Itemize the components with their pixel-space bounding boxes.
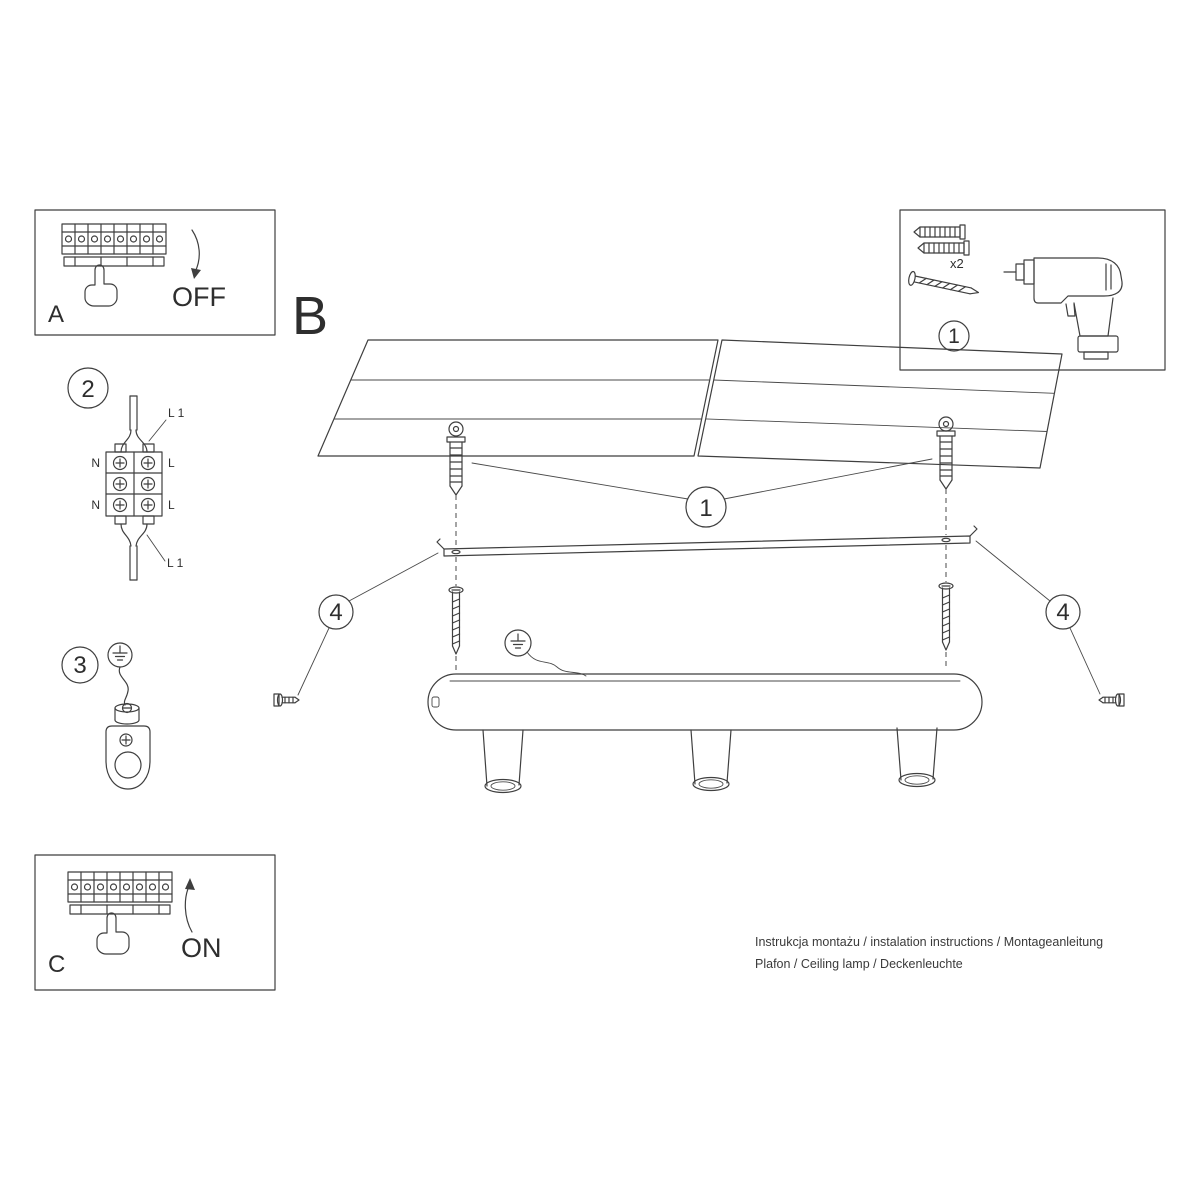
lamp-body [427, 673, 983, 794]
step-4-right-badge: 4 [1056, 599, 1069, 626]
screw-icon [908, 270, 980, 295]
earth-wire [526, 651, 587, 677]
spotlight-can-1 [482, 729, 524, 794]
footer-line-1: Instrukcja montażu / instalation instruc… [755, 935, 1103, 949]
step-3-badge: 3 [73, 652, 86, 679]
earth-symbol-glyph [112, 645, 128, 661]
bracket-hole-left [451, 549, 461, 555]
mounting-screw-right [938, 582, 954, 651]
footer-line-2: Plafon / Ceiling lamp / Deckenleuchte [755, 957, 963, 971]
step-c-label: C [48, 951, 65, 978]
bracket-hole-right [941, 537, 951, 543]
wire-label-l-bottom: L [168, 498, 175, 512]
dowel-count-label: x2 [950, 256, 964, 271]
wire-label-n-bottom: N [91, 498, 100, 512]
breaker-panel-illustration [61, 223, 167, 267]
end-screw-left [273, 693, 300, 707]
step-1-main-badge: 1 [699, 495, 712, 522]
drill-hole-right [938, 416, 954, 432]
spotlight-can-3 [896, 727, 938, 788]
terminal-screw-icon [112, 455, 128, 471]
on-label: ON [181, 933, 222, 963]
step-1-main-badge-circle [685, 486, 727, 528]
drill-icon [1003, 257, 1123, 360]
arrow-up-icon [184, 878, 195, 933]
arrow-down-icon [191, 229, 201, 279]
wiring-diagram: 2 L 1 N L N L L 1 [67, 367, 185, 581]
earth-symbol-glyph [510, 633, 526, 649]
off-label: OFF [172, 282, 226, 312]
step-1-badge: 1 [948, 325, 960, 348]
ceiling-panels [317, 339, 1063, 469]
step-3-badge-circle [61, 646, 99, 684]
terminal-screw-icon [140, 476, 156, 492]
wall-plug-icon [913, 224, 966, 240]
wall-plug-icon [917, 240, 970, 256]
ceiling-panel-right [697, 339, 1063, 469]
power-on-step-box: ON C [34, 854, 276, 991]
step-a-label: A [48, 301, 64, 328]
power-off-step-box: OFF A [34, 209, 276, 336]
ground-clamp-illustration [105, 702, 151, 790]
wire-label-l1-top: L 1 [168, 406, 185, 420]
drill-hole-left [448, 421, 464, 437]
terminal-screw-icon [140, 455, 156, 471]
spotlight-can-2 [690, 729, 732, 792]
power-on-box-border [34, 854, 276, 991]
terminal-screw-icon [140, 497, 156, 513]
lamp-end-fixing-hole [431, 696, 440, 708]
tools-box: x2 1 [899, 209, 1166, 371]
step-4-right-badge-circle [1045, 594, 1081, 630]
mounting-screw-left [448, 586, 464, 655]
step-4-left-badge: 4 [329, 599, 342, 626]
tools-box-border [899, 209, 1166, 371]
fix-step-right-callout: 4 [975, 540, 1125, 707]
wire-label-l1-bottom: L 1 [167, 556, 184, 570]
hand-icon [96, 912, 130, 955]
wire-label-l-top: L [168, 456, 175, 470]
section-b-label: B [292, 286, 328, 346]
anchor-step-callout: 1 [471, 458, 933, 528]
power-off-box-border [34, 209, 276, 336]
wire-label-n-top: N [91, 456, 100, 470]
mounting-bracket [436, 525, 978, 557]
earth-symbol-icon [504, 629, 532, 657]
ceiling-panel-left [317, 339, 719, 457]
step-2-badge-circle [67, 367, 109, 409]
step-4-left-badge-circle [318, 594, 354, 630]
hand-icon [84, 264, 118, 307]
end-screw-right [1098, 693, 1125, 707]
terminal-screw-icon [112, 497, 128, 513]
step-1-badge-circle [938, 320, 970, 352]
ground-wire [118, 666, 129, 706]
step-2-badge: 2 [81, 376, 94, 403]
breaker-panel-illustration [67, 871, 173, 915]
lamp-earth-callout [504, 629, 587, 677]
ground-step: 3 [61, 642, 151, 790]
terminal-screw-icon [112, 476, 128, 492]
wall-plug-right [936, 430, 956, 490]
fix-step-left-callout: 4 [273, 552, 439, 707]
wall-plug-left [446, 436, 466, 496]
